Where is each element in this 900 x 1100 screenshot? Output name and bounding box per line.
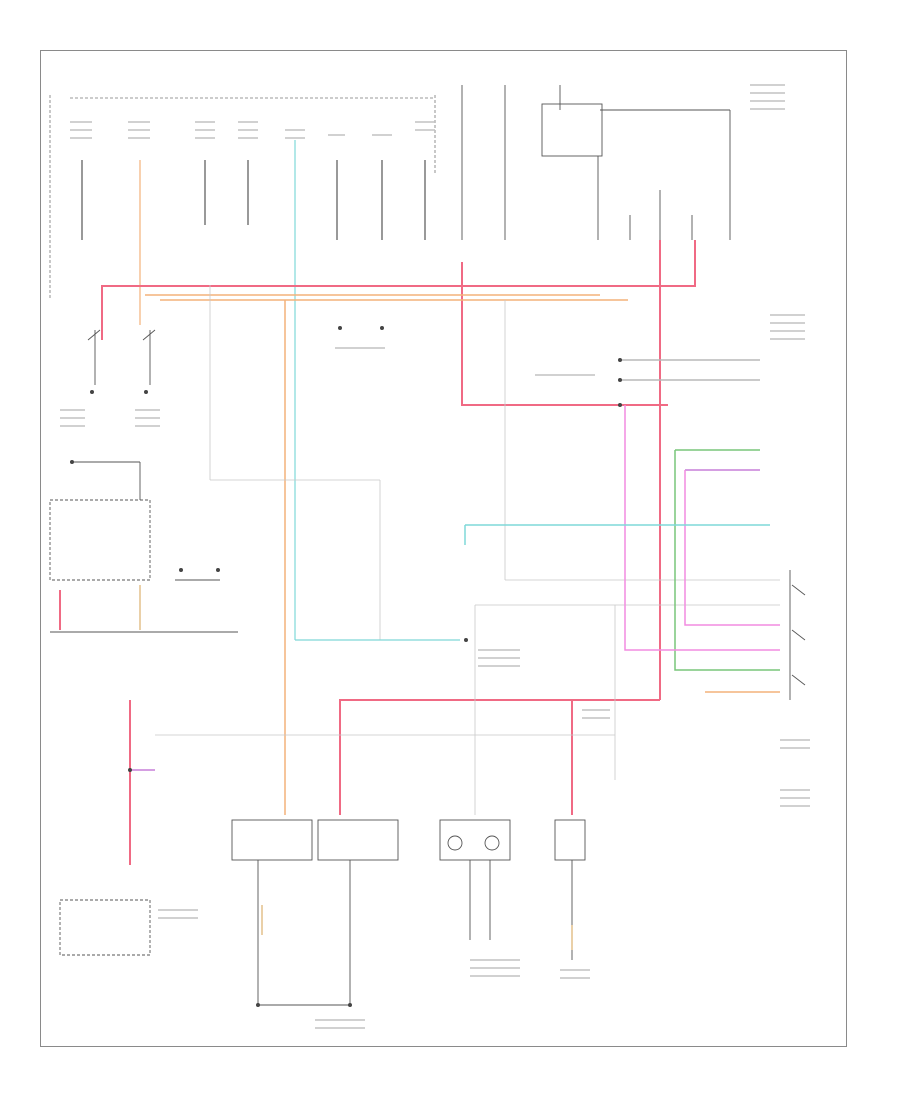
lower-lamp-connectors [59, 819, 586, 1006]
lower-accents [130, 769, 573, 950]
left-mid-switches [49, 329, 238, 633]
red-power-bus [59, 240, 696, 865]
top-module-border [49, 95, 436, 300]
gray-signal-lines [155, 285, 780, 815]
relay-block-top [461, 85, 731, 240]
orange-bus [139, 294, 628, 815]
right-switch-module [789, 570, 806, 700]
illegible-labels [60, 84, 810, 1029]
right-side-wires [464, 359, 780, 693]
top-connector-drops [81, 140, 426, 640]
diagram-frame [40, 50, 847, 1047]
junction-dots [70, 326, 622, 1007]
